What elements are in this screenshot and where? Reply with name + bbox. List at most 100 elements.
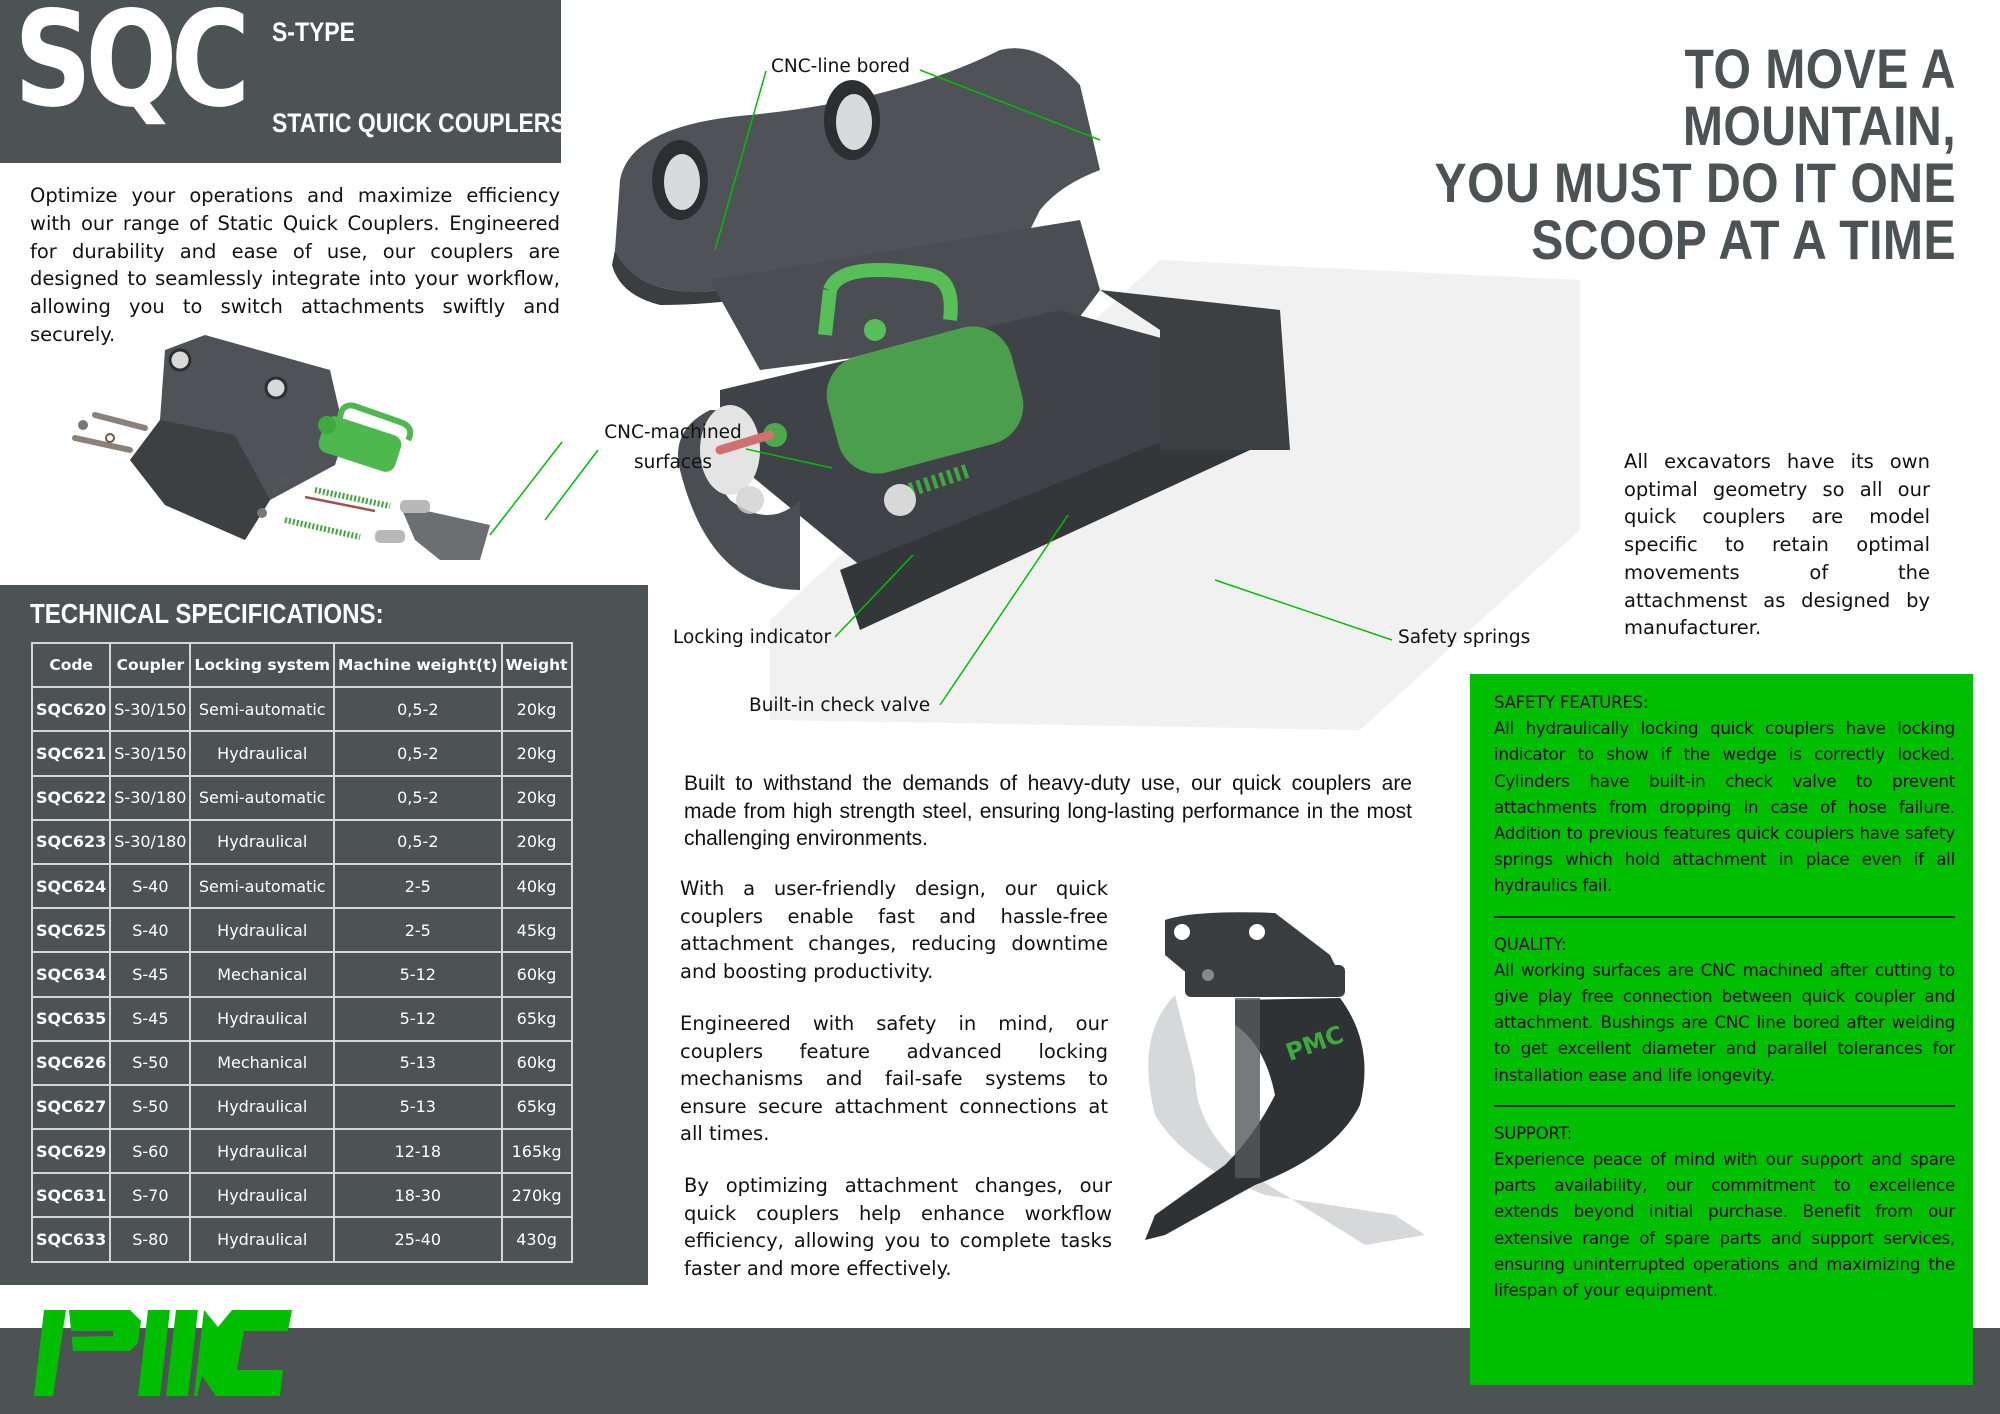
cell-weight: 20kg bbox=[500, 818, 573, 865]
col-weight: Weight bbox=[500, 641, 573, 689]
leader-cnc-machined-left bbox=[544, 449, 599, 521]
cell-locking-system: Mechanical bbox=[189, 951, 335, 998]
cell-weight: 65kg bbox=[500, 1083, 573, 1131]
cell-code: SQC634 bbox=[30, 951, 112, 998]
cell-machine-weight: 18-30 bbox=[332, 1172, 503, 1219]
springs-part bbox=[284, 487, 391, 540]
pmc-logo bbox=[34, 1310, 292, 1396]
cell-locking-system: Hydraulical bbox=[189, 818, 335, 865]
coupler-shadow bbox=[770, 260, 1580, 730]
tagline-line-3: SCOOP AT A TIME bbox=[1531, 208, 1956, 271]
col-coupler: Coupler bbox=[109, 641, 192, 689]
cell-coupler: S-50 bbox=[109, 1083, 192, 1131]
cell-locking-system: Hydraulical bbox=[189, 1216, 335, 1263]
cell-weight: 430g bbox=[500, 1216, 573, 1263]
callout-cnc-machined-line-2: surfaces bbox=[633, 452, 712, 473]
cell-locking-system: Hydraulical bbox=[189, 1083, 335, 1131]
quality-section: QUALITY: All working surfaces are CNC ma… bbox=[1494, 932, 1955, 1089]
coupler-frame-part bbox=[130, 335, 345, 540]
efficiency-paragraph: By optimizing attachment changes, our qu… bbox=[684, 1174, 1112, 1280]
cell-coupler: S-70 bbox=[109, 1172, 192, 1219]
cell-code: SQC629 bbox=[30, 1128, 112, 1175]
cell-coupler: S-40 bbox=[109, 907, 192, 954]
cell-coupler: S-45 bbox=[109, 995, 192, 1042]
hydraulic-cylinder bbox=[715, 263, 1024, 474]
support-text: Experience peace of mind with our suppor… bbox=[1494, 1150, 1955, 1301]
cylinder-part bbox=[318, 402, 414, 472]
cell-locking-system: Hydraulical bbox=[189, 995, 335, 1042]
cell-code: SQC626 bbox=[30, 1039, 112, 1086]
cell-code: SQC620 bbox=[30, 686, 112, 733]
callout-cnc-machined: CNC-machined surfaces bbox=[600, 418, 746, 478]
cell-weight: 20kg bbox=[500, 686, 573, 733]
product-type-label: S-TYPE bbox=[272, 17, 355, 47]
callout-locking-indicator: Locking indicator bbox=[673, 627, 832, 648]
callout-cnc-machined-line-1: CNC-machined bbox=[604, 422, 742, 443]
cell-machine-weight: 2-5 bbox=[332, 907, 503, 954]
cell-coupler: S-40 bbox=[109, 862, 192, 910]
title-banner: SQC S-TYPE STATIC QUICK COUPLERS bbox=[0, 0, 566, 163]
safety-features-title: SAFETY FEATURES: bbox=[1494, 693, 1649, 712]
callout-leader-line bbox=[489, 441, 563, 536]
cell-weight: 65kg bbox=[500, 995, 573, 1042]
coupler-top-plate bbox=[612, 48, 1100, 305]
cell-locking-system: Semi-automatic bbox=[189, 686, 335, 733]
cell-weight: 60kg bbox=[500, 951, 573, 998]
safety-features-text: All hydraulically locking quick couplers… bbox=[1494, 719, 1955, 896]
bucket-body bbox=[1145, 998, 1365, 1240]
cell-machine-weight: 25-40 bbox=[332, 1216, 503, 1263]
cell-locking-system: Hydraulical bbox=[189, 730, 335, 777]
specs-table: Code Coupler Locking system Machine weig… bbox=[30, 641, 573, 1263]
cell-coupler: S-30/150 bbox=[109, 730, 192, 777]
cell-code: SQC623 bbox=[30, 818, 112, 865]
coupler-render-illustration bbox=[612, 48, 1580, 730]
safety-features-section: SAFETY FEATURES: All hydraulically locki… bbox=[1494, 690, 1955, 900]
user-friendly-paragraph: With a user-friendly design, our quick c… bbox=[680, 877, 1108, 983]
cell-locking-system: Semi-automatic bbox=[189, 774, 335, 821]
cell-coupler: S-30/150 bbox=[109, 686, 192, 733]
geometry-paragraph: All excavators have its own optimal geom… bbox=[1624, 450, 1930, 640]
cell-coupler: S-60 bbox=[109, 1128, 192, 1175]
cell-code: SQC631 bbox=[30, 1172, 112, 1219]
cell-weight: 20kg bbox=[500, 774, 573, 821]
callout-check-valve: Built-in check valve bbox=[749, 695, 931, 716]
cell-code: SQC633 bbox=[30, 1216, 112, 1263]
technical-specifications-panel: TECHNICAL SPECIFICATIONS: Code Coupler L… bbox=[0, 585, 648, 1285]
cell-locking-system: Hydraulical bbox=[189, 1128, 335, 1175]
cell-code: SQC625 bbox=[30, 907, 112, 954]
product-subtitle: STATIC QUICK COUPLERS bbox=[272, 108, 566, 138]
col-locking-system: Locking system bbox=[189, 641, 335, 689]
cell-machine-weight: 0,5-2 bbox=[332, 730, 503, 777]
cell-code: SQC635 bbox=[30, 995, 112, 1042]
leader-cnc-line-bored-right bbox=[919, 69, 1101, 141]
specs-header-row: Code Coupler Locking system Machine weig… bbox=[30, 641, 573, 689]
cell-weight: 20kg bbox=[500, 730, 573, 777]
cell-coupler: S-45 bbox=[109, 951, 192, 998]
cell-machine-weight: 5-13 bbox=[332, 1039, 503, 1086]
leader-locking-indicator bbox=[834, 554, 914, 638]
leader-cnc-line-bored-left bbox=[714, 70, 767, 251]
cell-weight: 40kg bbox=[500, 862, 573, 910]
section-divider bbox=[1494, 1104, 1955, 1107]
cell-machine-weight: 0,5-2 bbox=[332, 774, 503, 821]
cell-locking-system: Hydraulical bbox=[189, 1172, 335, 1219]
cell-machine-weight: 0,5-2 bbox=[332, 818, 503, 865]
exploded-coupler-illustration bbox=[72, 335, 563, 560]
tagline-line-1: TO MOVE A MOUNTAIN, bbox=[1682, 37, 1956, 157]
cell-machine-weight: 5-13 bbox=[332, 1083, 503, 1131]
wedge-part bbox=[375, 500, 490, 560]
cell-code: SQC621 bbox=[30, 730, 112, 777]
cell-locking-system: Mechanical bbox=[189, 1039, 335, 1086]
